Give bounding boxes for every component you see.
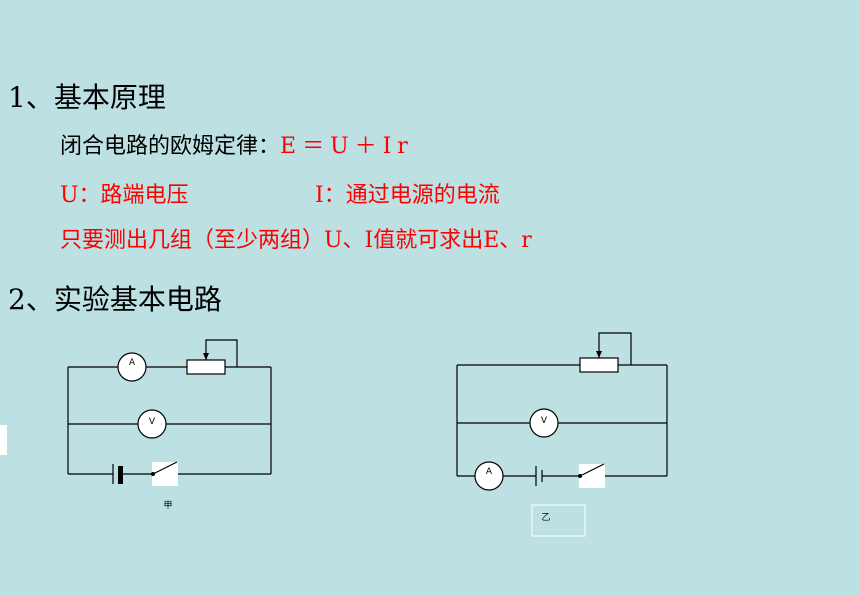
switch-a [152, 461, 178, 475]
rheostat-a [186, 359, 226, 375]
measurement-note: 只要测出几组（至少两组）U、I值就可求出E、r [60, 228, 532, 253]
ammeter-b-label: A [486, 467, 493, 477]
voltmeter-b [529, 408, 559, 438]
ammeter-a-label: A [129, 358, 136, 368]
voltmeter-b-label: V [541, 416, 548, 426]
battery-a-short-plate [118, 466, 123, 484]
i-definition: I：通过电源的电流 [315, 183, 500, 208]
slide-edge-mark [0, 425, 7, 455]
section1-heading: 1、基本原理 [8, 81, 166, 114]
section2-heading: 2、实验基本电路 [8, 283, 222, 316]
caption-b: 乙 [541, 512, 550, 523]
switch-b-box [579, 464, 605, 488]
rheostat-b [579, 357, 619, 373]
switch-b [579, 463, 605, 477]
ammeter-b [474, 461, 504, 491]
circuit-b [456, 332, 668, 488]
ohm-law-line: 闭合电路的欧姆定律：E＝U＋Ir [60, 128, 414, 160]
caption-b-box [531, 504, 586, 537]
formula-label: 闭合电路的欧姆定律： [60, 134, 281, 159]
switch-a-box [152, 462, 178, 486]
voltmeter-a [137, 409, 167, 439]
circuit-a [67, 339, 272, 486]
voltmeter-a-label: V [149, 417, 156, 427]
ammeter-a [117, 352, 147, 382]
formula: E＝U＋Ir [280, 134, 414, 159]
caption-a: 甲 [163, 500, 172, 511]
u-definition: U：路端电压 [60, 183, 189, 208]
